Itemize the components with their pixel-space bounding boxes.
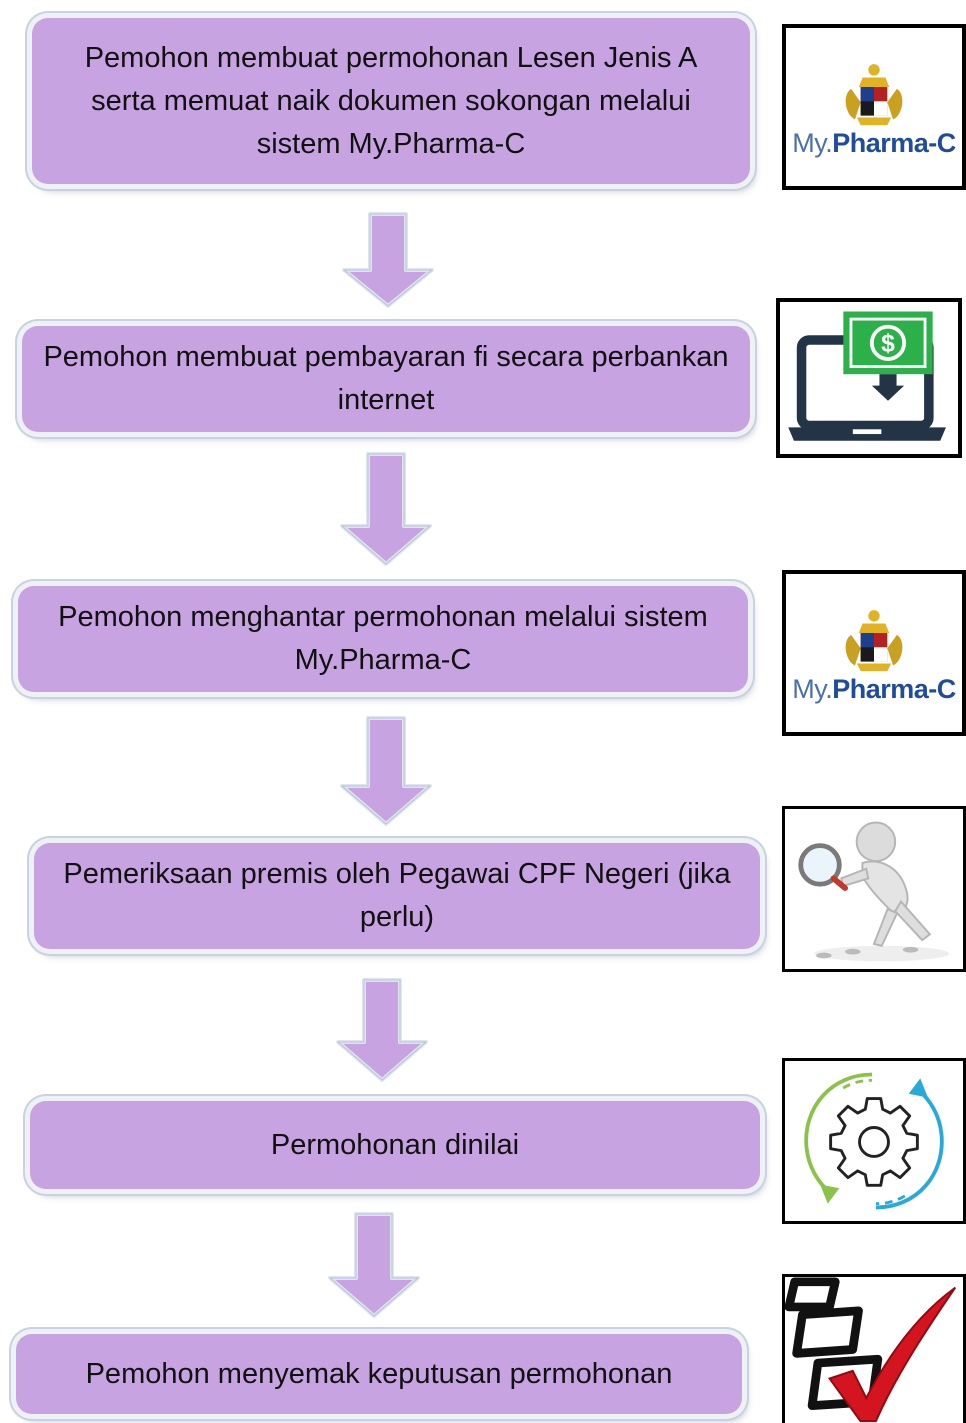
checklist-icon xyxy=(782,1274,966,1423)
step-inspection-text: Pemeriksaan premis oleh Pegawai CPF Nege… xyxy=(63,858,731,933)
step-payment: Pemohon membuat pembayaran fi secara per… xyxy=(22,326,750,432)
down-arrow-icon xyxy=(336,978,428,1082)
down-arrow-icon xyxy=(340,716,432,826)
down-arrow-icon xyxy=(340,452,432,566)
step-apply: Pemohon membuat permohonan Lesen Jenis A… xyxy=(32,18,750,184)
laptop-payment-icon: $ xyxy=(776,298,962,458)
svg-text:$: $ xyxy=(881,330,895,357)
step-evaluation: Permohonan dinilai xyxy=(30,1101,760,1189)
step-result-text: Pemohon menyemak keputusan permohonan xyxy=(85,1357,673,1390)
mypharma-logo-icon: My.Pharma-C xyxy=(782,24,966,190)
down-arrow-icon xyxy=(342,212,434,308)
step-inspection: Pemeriksaan premis oleh Pegawai CPF Nege… xyxy=(34,843,760,949)
mypharma-logo-icon: My.Pharma-C xyxy=(782,570,966,736)
gear-cycle-icon xyxy=(782,1058,966,1224)
step-payment-text: Pemohon membuat pembayaran fi secara per… xyxy=(43,341,729,416)
step-apply-text: Pemohon membuat permohonan Lesen Jenis A… xyxy=(84,41,698,160)
magnifier-person-icon xyxy=(782,806,966,972)
step-evaluation-text: Permohonan dinilai xyxy=(270,1128,520,1161)
step-submit-text: Pemohon menghantar permohonan melalui si… xyxy=(58,601,708,676)
down-arrow-icon xyxy=(328,1212,420,1318)
step-result: Pemohon menyemak keputusan permohonan xyxy=(16,1334,742,1414)
step-submit: Pemohon menghantar permohonan melalui si… xyxy=(18,586,748,692)
